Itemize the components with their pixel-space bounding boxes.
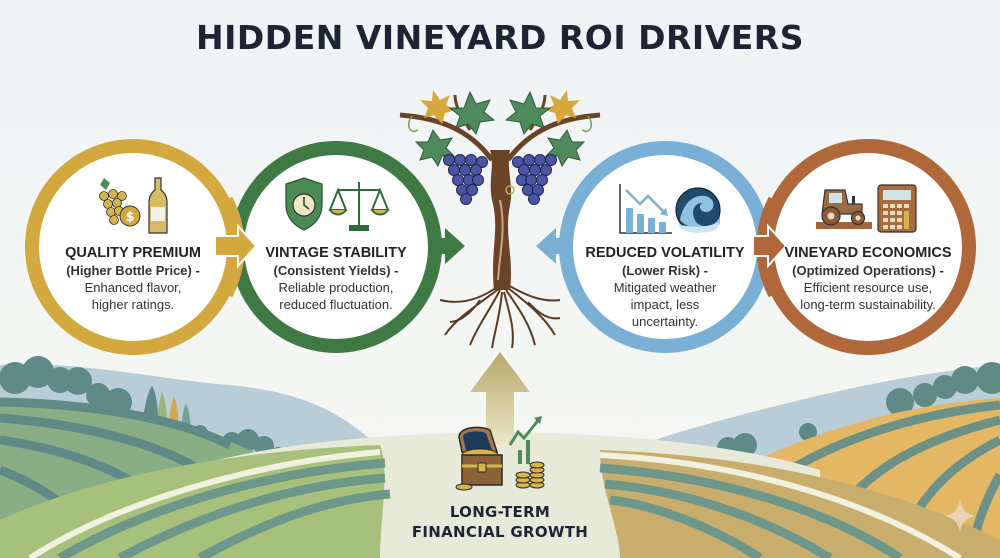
driver-description: Enhanced flavor,	[84, 280, 182, 295]
driver-description: reduced fluctuation.	[279, 297, 393, 312]
driver-description: Reliable production,	[278, 280, 394, 295]
landscape-background	[0, 356, 1000, 558]
growth-arrow	[470, 352, 530, 445]
driver-description: higher ratings.	[91, 297, 175, 312]
driver-vineyard-economics: VINEYARD ECONOMICS (Optimized Operations…	[778, 244, 958, 313]
grapevine-illustration	[399, 90, 601, 349]
driver-description: Mitigated weather	[613, 280, 717, 295]
grape-cluster-right	[512, 154, 557, 205]
arrow-vintage-to-vine	[432, 228, 465, 264]
driver-heading: REDUCED VOLATILITY	[585, 245, 745, 261]
roots	[439, 284, 561, 349]
driver-heading: QUALITY PREMIUM	[65, 245, 201, 261]
growth-chart-icon	[508, 416, 542, 464]
driver-subheading: (Lower Risk) -	[622, 263, 708, 278]
driver-description: impact, less	[630, 297, 700, 312]
arrow-quality-to-vintage	[214, 223, 258, 269]
treasure-chest-icon	[455, 426, 503, 491]
driver-quality-premium: QUALITY PREMIUM (Higher Bottle Price) - …	[43, 244, 223, 313]
arrow-volatility-to-vine	[536, 228, 570, 264]
grapes-dollar-icon: $	[99, 178, 141, 227]
sparkle-icon	[944, 500, 976, 532]
svg-text:$: $	[125, 210, 134, 225]
coin-stack-icon	[515, 461, 545, 489]
growth-label-line1: LONG-TERM	[449, 503, 551, 521]
driver-heading: VINTAGE STABILITY	[265, 245, 407, 261]
growth-label-line2: FINANCIAL GROWTH	[411, 523, 589, 541]
calculator-icon	[877, 184, 917, 233]
driver-reduced-volatility: REDUCED VOLATILITY (Lower Risk) - Mitiga…	[575, 244, 755, 330]
driver-subheading: (Optimized Operations) -	[792, 263, 944, 278]
driver-heading: VINEYARD ECONOMICS	[784, 245, 952, 261]
driver-vintage-stability: VINTAGE STABILITY (Consistent Yields) - …	[246, 244, 426, 313]
page-title: HIDDEN VINEYARD ROI DRIVERS	[196, 18, 804, 57]
driver-subheading: (Consistent Yields) -	[273, 263, 399, 278]
driver-subheading: (Higher Bottle Price) -	[66, 263, 200, 278]
driver-description: long-term sustainability.	[800, 297, 936, 312]
driver-description: Efficient resource use,	[803, 280, 933, 295]
grape-leaves	[414, 90, 586, 168]
declining-bar-chart-icon	[619, 184, 672, 234]
wave-icon	[675, 187, 721, 233]
grape-cluster-left	[443, 154, 488, 205]
shield-clock-icon	[285, 177, 323, 231]
driver-description: uncertainty.	[631, 314, 699, 329]
balance-scale-icon	[328, 182, 390, 231]
wine-bottle-icon	[148, 177, 168, 234]
arrow-volatility-to-economics	[752, 223, 788, 269]
tractor-icon	[816, 189, 872, 229]
long-term-growth-label: LONG-TERM FINANCIAL GROWTH	[400, 502, 600, 542]
